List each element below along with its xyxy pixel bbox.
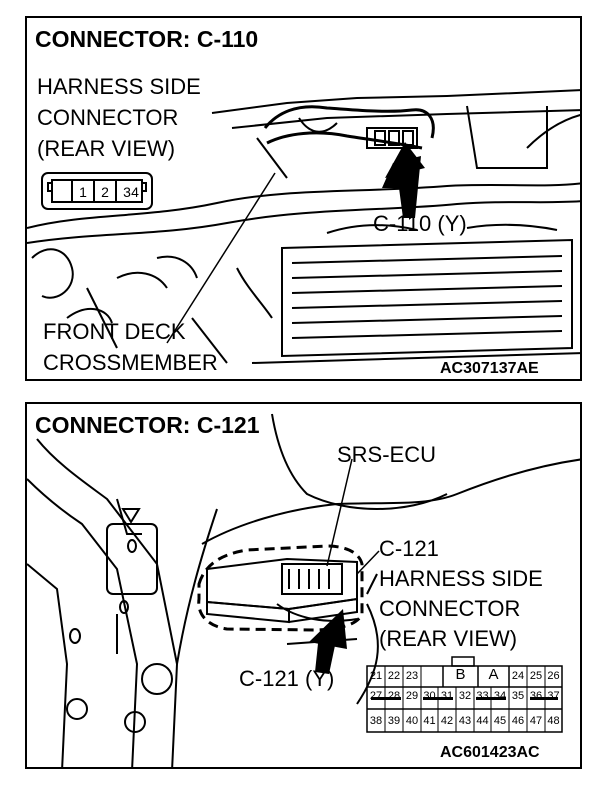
connector-callout: C-121 (Y) <box>239 666 335 691</box>
panel-title: CONNECTOR: C-110 <box>35 26 259 52</box>
harness-label-line-1: HARNESS SIDE <box>37 74 201 99</box>
pin-35: 35 <box>511 690 525 702</box>
connector-pin-1: 1 <box>79 184 87 200</box>
c110-location-illustration <box>27 89 580 364</box>
pin-21: 21 <box>369 670 383 682</box>
harness-label-line-3: CONNECTOR <box>379 596 521 621</box>
section-b-label: B <box>455 666 466 683</box>
pin-33: 33 <box>476 690 489 702</box>
pin-29: 29 <box>405 690 419 702</box>
connector-c110-panel: CONNECTOR: C-110 HARNESS SIDE CONNECTOR … <box>25 16 582 381</box>
harness-label-line-2: CONNECTOR <box>37 105 179 130</box>
pin-48: 48 <box>547 715 560 727</box>
pin-31: 31 <box>440 690 454 702</box>
part-label-line-2: CROSSMEMBER <box>43 350 218 375</box>
harness-label-line-1: C-121 <box>379 536 439 561</box>
pin-43: 43 <box>458 715 472 727</box>
harness-label-line-3: (REAR VIEW) <box>37 136 176 161</box>
pin-45: 45 <box>493 715 507 727</box>
pin-41: 41 <box>423 715 436 727</box>
panel-title: CONNECTOR: C-121 <box>35 412 260 438</box>
pin-34: 34 <box>493 690 507 702</box>
part-label-line-1: FRONT DECK <box>43 319 186 344</box>
connector-callout: C-110 (Y) <box>373 211 467 236</box>
pin-39: 39 <box>387 715 401 727</box>
pin-36: 36 <box>529 690 543 702</box>
pin-44: 44 <box>476 715 489 727</box>
figure-code: AC307137AE <box>440 360 539 377</box>
pin-26: 26 <box>547 670 560 682</box>
pin-40: 40 <box>405 715 419 727</box>
connector-c121-panel: CONNECTOR: C-121 SRS-ECU C-121 HARNESS S… <box>25 402 582 769</box>
c121-location-illustration <box>27 413 580 767</box>
pin-46: 46 <box>511 715 525 727</box>
harness-label-line-4: (REAR VIEW) <box>379 626 518 651</box>
pin-37: 37 <box>547 690 560 702</box>
pin-22: 22 <box>387 670 401 682</box>
pin-32: 32 <box>458 690 472 702</box>
section-a-label: A <box>488 666 499 683</box>
harness-label-line-2: HARNESS SIDE <box>379 566 543 591</box>
connector-pin-4: 4 <box>131 184 139 200</box>
pin-25: 25 <box>529 670 543 682</box>
connector-pin-3: 3 <box>123 184 131 200</box>
connector-pin-2: 2 <box>101 184 109 200</box>
pin-47: 47 <box>529 715 543 727</box>
pin-24: 24 <box>511 670 525 682</box>
pin-27: 27 <box>369 690 383 702</box>
pin-38: 38 <box>369 715 383 727</box>
pin-42: 42 <box>440 715 454 727</box>
figure-code: AC601423AC <box>440 744 540 761</box>
pin-23: 23 <box>405 670 419 682</box>
pin-30: 30 <box>423 690 436 702</box>
ecu-label: SRS-ECU <box>337 442 437 467</box>
pin-28: 28 <box>387 690 401 702</box>
